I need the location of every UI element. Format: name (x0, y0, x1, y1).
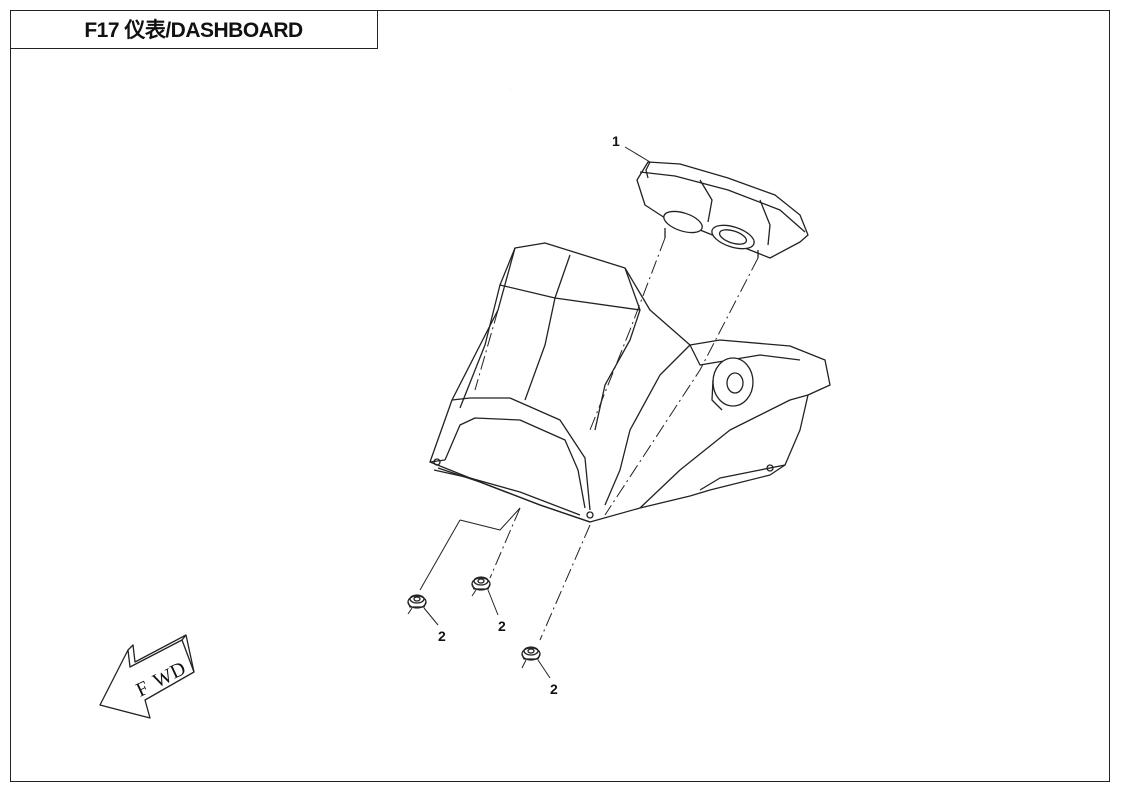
callout-1: 1 (612, 133, 620, 149)
drawing-frame (10, 10, 1110, 782)
flange-nut-icon (407, 594, 427, 609)
fwd-arrow-icon (99, 634, 195, 719)
callout-2-right: 2 (550, 681, 558, 697)
instrument-cluster-icon (636, 161, 809, 259)
page-title: F17 仪表/DASHBOARD (84, 19, 303, 42)
flange-nut-icon (521, 646, 541, 661)
dashboard-panel-icon (429, 242, 831, 523)
flange-nut-icon (471, 576, 491, 591)
callout-2-left: 2 (438, 628, 446, 644)
title-block: F17 仪表/DASHBOARD (10, 10, 378, 49)
callout-2-middle: 2 (498, 618, 506, 634)
